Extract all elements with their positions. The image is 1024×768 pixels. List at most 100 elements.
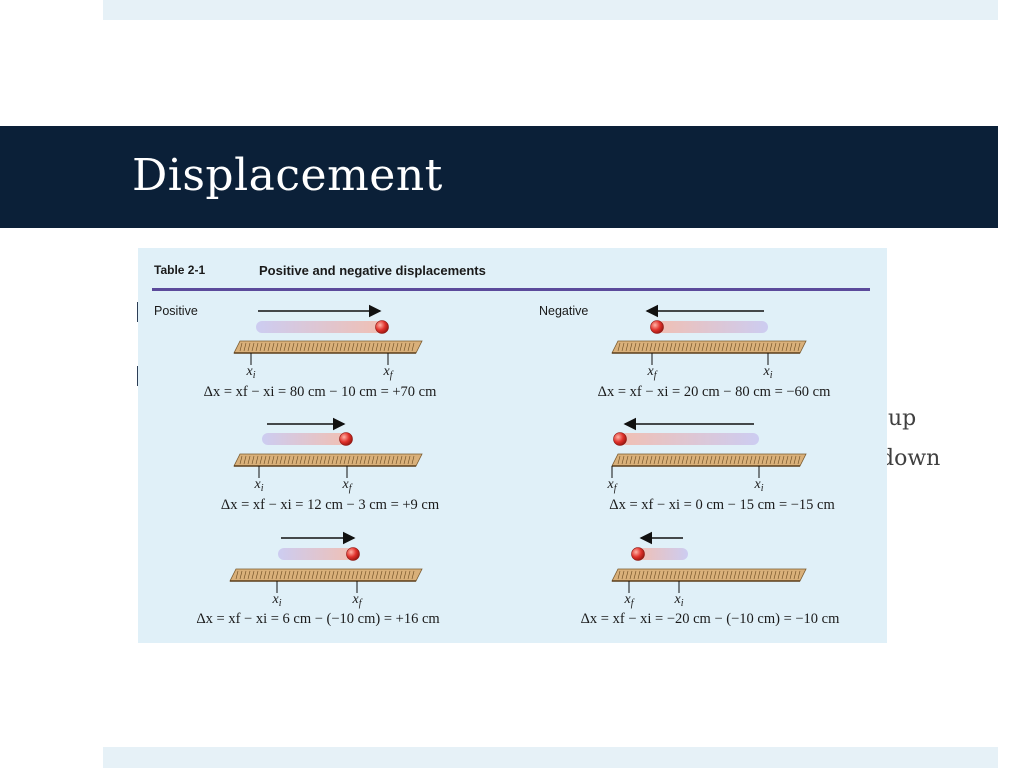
meter-stick-tick <box>793 455 797 465</box>
meter-stick-tick <box>379 342 383 352</box>
meter-stick-tick <box>343 455 347 465</box>
meter-stick-tick <box>653 570 657 580</box>
meter-stick-tick <box>637 342 641 352</box>
meter-stick-tick <box>757 342 761 352</box>
meter-stick-tick <box>689 342 693 352</box>
meter-stick-tick <box>797 455 801 465</box>
meter-stick-tick <box>709 342 713 352</box>
meter-stick <box>233 453 423 467</box>
meter-stick-tick <box>347 455 351 465</box>
meter-stick-tick <box>781 455 785 465</box>
meter-stick-tick <box>773 455 777 465</box>
ball <box>631 547 645 561</box>
meter-stick-tick <box>773 570 777 580</box>
meter-stick-tick <box>685 570 689 580</box>
ball <box>346 547 360 561</box>
motion-trail <box>262 433 346 445</box>
meter-stick-tick <box>625 570 629 580</box>
meter-stick-tick <box>295 455 299 465</box>
meter-stick-tick <box>331 342 335 352</box>
meter-stick-tick <box>239 570 243 580</box>
meter-stick-tick <box>657 455 661 465</box>
meter-stick-tick <box>291 342 295 352</box>
meter-stick-tick <box>235 570 239 580</box>
ball <box>375 320 389 334</box>
meter-stick-tick <box>769 455 773 465</box>
meter-stick-tick <box>717 342 721 352</box>
meter-stick-tick <box>275 570 279 580</box>
position-label: xf <box>342 477 353 494</box>
meter-stick-tick <box>741 455 745 465</box>
meter-stick-tick <box>271 342 275 352</box>
meter-stick-tick <box>753 455 757 465</box>
meter-stick-tick <box>335 570 339 580</box>
meter-stick-tick <box>653 342 657 352</box>
meter-stick-tick <box>239 455 243 465</box>
motion-trail <box>256 321 382 333</box>
meter-stick-tick <box>749 342 753 352</box>
meter-stick-tick <box>777 342 781 352</box>
meter-stick-tick <box>307 455 311 465</box>
ball <box>339 432 353 446</box>
position-label: xi <box>246 364 256 381</box>
table-title: Positive and negative displacements <box>259 263 486 278</box>
meter-stick-tick <box>299 570 303 580</box>
meter-stick-tick <box>769 342 773 352</box>
meter-stick-tick <box>407 455 411 465</box>
meter-stick-tick <box>761 342 765 352</box>
meter-stick-tick <box>769 570 773 580</box>
meter-stick-tick <box>327 342 331 352</box>
meter-stick-tick <box>673 342 677 352</box>
equation-negative-2: Δx = xf − xi = 0 cm − 15 cm = −15 cm <box>609 497 835 513</box>
meter-stick-tick <box>331 455 335 465</box>
meter-stick-tick <box>693 342 697 352</box>
meter-stick-tick <box>279 455 283 465</box>
meter-stick-tick <box>359 570 363 580</box>
meter-stick-tick <box>757 570 761 580</box>
meter-stick-tick <box>693 455 697 465</box>
meter-stick-tick <box>681 342 685 352</box>
meter-stick-tick <box>323 570 327 580</box>
meter-stick-tick <box>709 455 713 465</box>
body-text-fragment: up <box>888 406 917 431</box>
meter-stick-tick <box>661 342 665 352</box>
meter-stick-tick <box>637 455 641 465</box>
table-number: Table 2-1 <box>154 263 206 277</box>
meter-stick-tick <box>781 342 785 352</box>
meter-stick-tick <box>303 342 307 352</box>
meter-stick-tick <box>267 570 271 580</box>
meter-stick-tick <box>689 455 693 465</box>
meter-stick-tick <box>661 570 665 580</box>
meter-stick-tick <box>677 342 681 352</box>
meter-stick-tick <box>737 342 741 352</box>
meter-stick-tick <box>299 342 303 352</box>
meter-stick-tick <box>259 570 263 580</box>
meter-stick-tick <box>713 570 717 580</box>
meter-stick-tick <box>287 342 291 352</box>
meter-stick-tick <box>267 455 271 465</box>
meter-stick-tick <box>761 455 765 465</box>
meter-stick-tick <box>745 455 749 465</box>
meter-stick-tick <box>693 570 697 580</box>
meter-stick-tick <box>681 570 685 580</box>
meter-stick-tick <box>367 570 371 580</box>
meter-stick-tick <box>657 342 661 352</box>
meter-stick-tick <box>665 342 669 352</box>
meter-stick-tick <box>765 570 769 580</box>
meter-stick-tick <box>673 570 677 580</box>
meter-stick-tick <box>701 570 705 580</box>
meter-stick-tick <box>721 342 725 352</box>
position-label: xf <box>352 592 363 609</box>
meter-stick-tick <box>367 455 371 465</box>
meter-stick-tick <box>641 570 645 580</box>
position-label: xi <box>754 477 764 494</box>
meter-stick-tick <box>399 342 403 352</box>
meter-stick-tick <box>665 455 669 465</box>
meter-stick-tick <box>363 570 367 580</box>
motion-trail <box>278 548 353 560</box>
meter-stick-tick <box>781 570 785 580</box>
meter-stick-tick <box>621 570 625 580</box>
meter-stick-tick <box>355 455 359 465</box>
meter-stick-tick <box>343 342 347 352</box>
